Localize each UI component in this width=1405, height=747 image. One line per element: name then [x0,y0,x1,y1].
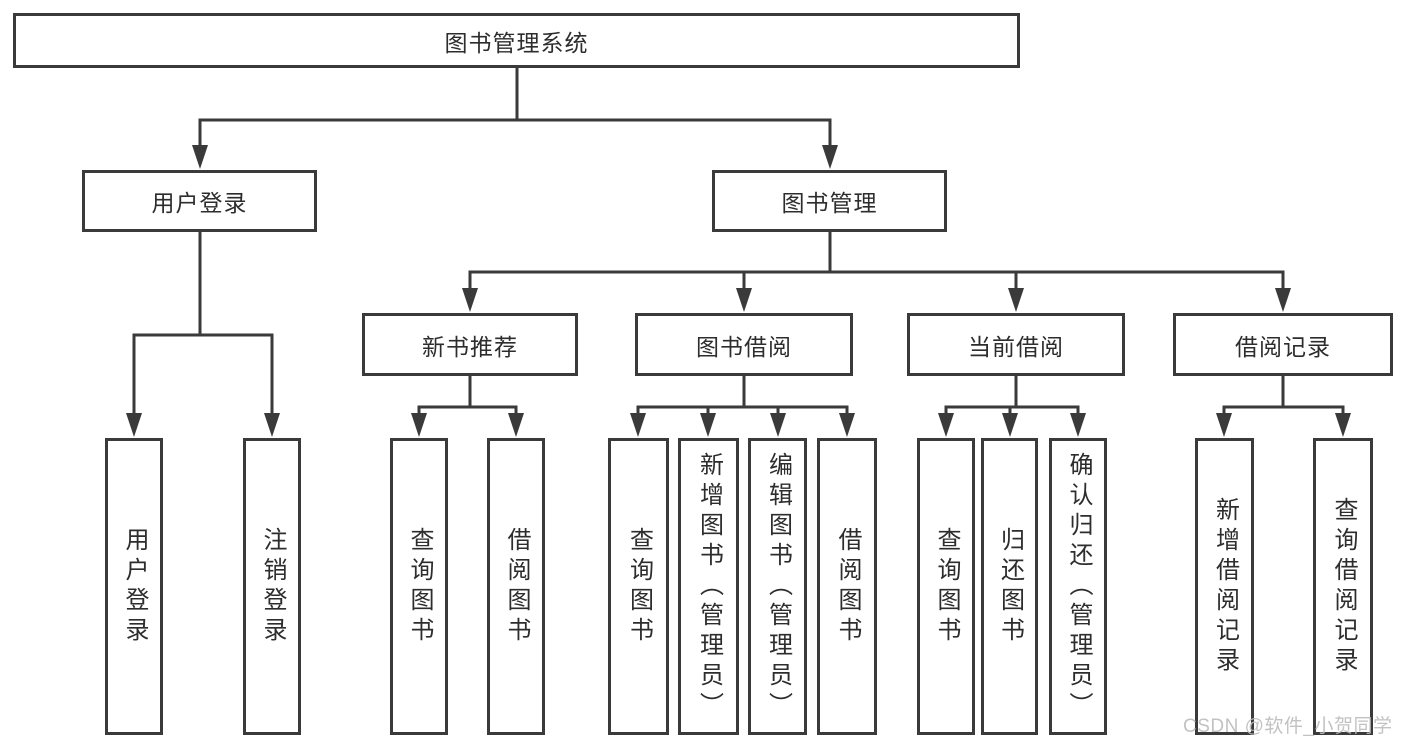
node-label: 归还图书 [996,526,1024,647]
node-label: 新增图书（管理员） [695,451,723,722]
node-query-borrow-record: 查询借阅记录 [1313,438,1373,735]
node-logout-action: 注销登录 [243,438,301,735]
node-query-books-borrowing: 查询图书 [608,438,669,735]
node-label: 查询借阅记录 [1330,496,1357,677]
node-add-books-admin: 新增图书（管理员） [678,438,739,735]
node-label: 用户登录 [151,190,248,216]
node-label: 查询图书 [625,526,653,647]
node-borrow-books-recommend: 借阅图书 [487,438,545,735]
node-label: 图书借阅 [696,333,792,360]
node-user-login: 用户登录 [82,170,317,232]
node-label: 注销登录 [259,526,286,647]
node-book-borrowing: 图书借阅 [635,313,853,376]
node-borrow-books-borrowing: 借阅图书 [817,438,877,735]
node-confirm-return-admin: 确认归还（管理员） [1049,438,1107,735]
node-user-login-action: 用户登录 [105,438,163,735]
node-query-books-current: 查询图书 [917,438,975,735]
node-book-management: 图书管理 [712,170,947,232]
node-query-books-recommend: 查询图书 [390,438,448,735]
node-current-borrowing: 当前借阅 [907,313,1125,376]
node-label: 当前借阅 [968,333,1064,360]
node-return-books: 归还图书 [981,438,1038,735]
node-label: 确认归还（管理员） [1065,451,1092,722]
node-label: 用户登录 [121,526,148,647]
arrowheads [126,145,1351,437]
node-label: 图书管理系统 [444,29,589,56]
node-edit-books-admin: 编辑图书（管理员） [748,438,807,735]
node-label: 新书推荐 [422,333,518,360]
node-label: 借阅图书 [834,526,861,647]
node-label: 图书管理 [781,190,878,216]
node-new-book-recommendation: 新书推荐 [362,313,578,376]
node-library-system: 图书管理系统 [13,13,1020,68]
node-borrowing-records: 借阅记录 [1173,313,1393,376]
node-label: 编辑图书（管理员） [764,451,792,722]
node-label: 查询图书 [406,526,433,647]
node-label: 新增借阅记录 [1211,496,1239,677]
csdn-watermark: CSDN @软件_小贺同学 [1183,716,1393,737]
node-label: 借阅记录 [1235,333,1331,360]
node-label: 借阅图书 [503,526,530,647]
node-add-borrow-record: 新增借阅记录 [1195,438,1254,735]
node-label: 查询图书 [933,526,960,647]
